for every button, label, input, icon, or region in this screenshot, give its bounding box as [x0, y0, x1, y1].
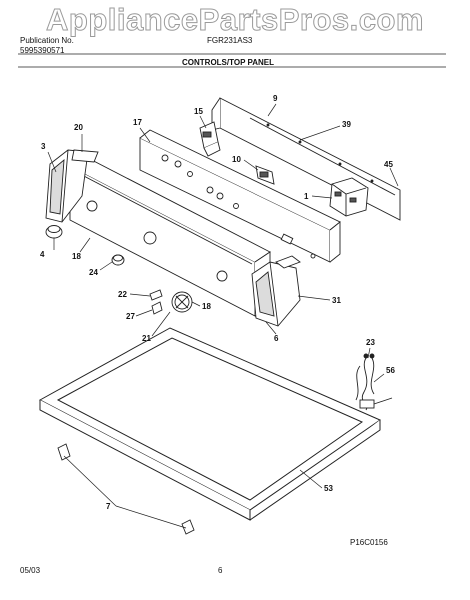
callout-24: 24 — [89, 268, 98, 277]
callout-3: 3 — [41, 142, 46, 151]
callout-18-console: 18 — [72, 252, 81, 261]
callout-4: 4 — [40, 250, 45, 259]
section-title: CONTROLS/TOP PANEL — [182, 58, 275, 67]
timer-part — [255, 165, 275, 185]
motor-part — [329, 177, 369, 217]
callout-7: 7 — [106, 502, 111, 511]
callout-21: 21 — [142, 334, 151, 343]
callout-6: 6 — [274, 334, 279, 343]
leader-lines — [47, 103, 399, 529]
publication-label: Publication No. — [20, 36, 74, 45]
console-front-panel — [69, 155, 271, 317]
callout-31: 31 — [332, 296, 341, 305]
model-number: FGR231AS3 — [207, 36, 253, 45]
right-end-cap — [251, 255, 301, 327]
diagram-code: P16C0156 — [350, 538, 388, 547]
publication-number: 5995390571 — [20, 46, 65, 55]
page-number: 6 — [218, 566, 223, 575]
watermark-logo: AppliancePartsPros.com — [46, 2, 424, 38]
callout-39: 39 — [342, 120, 351, 129]
callout-45: 45 — [384, 160, 393, 169]
callout-9: 9 — [273, 94, 278, 103]
callout-15: 15 — [194, 107, 203, 116]
revision-date: 05/03 — [20, 566, 41, 575]
callout-10: 10 — [232, 155, 241, 164]
callout-17: 17 — [133, 118, 142, 127]
wire-harness — [355, 353, 393, 411]
callout-23: 23 — [366, 338, 375, 347]
clip-27 — [151, 301, 163, 315]
callout-22: 22 — [118, 290, 127, 299]
callout-20: 20 — [74, 123, 83, 132]
knob-21 — [171, 291, 193, 313]
callout-53: 53 — [324, 484, 333, 493]
callout-27: 27 — [126, 312, 135, 321]
callout-56: 56 — [386, 366, 395, 375]
clip-22 — [149, 289, 163, 301]
left-end-cap — [45, 149, 99, 223]
switch-part — [199, 121, 221, 157]
clip-7-right — [181, 519, 195, 535]
callout-1: 1 — [304, 192, 309, 201]
knob-24 — [111, 254, 125, 266]
callout-18-knob: 18 — [202, 302, 211, 311]
clip-7-left — [57, 443, 71, 461]
knob-4 — [45, 225, 63, 239]
cabinet-top — [38, 327, 382, 521]
control-console — [139, 129, 341, 263]
